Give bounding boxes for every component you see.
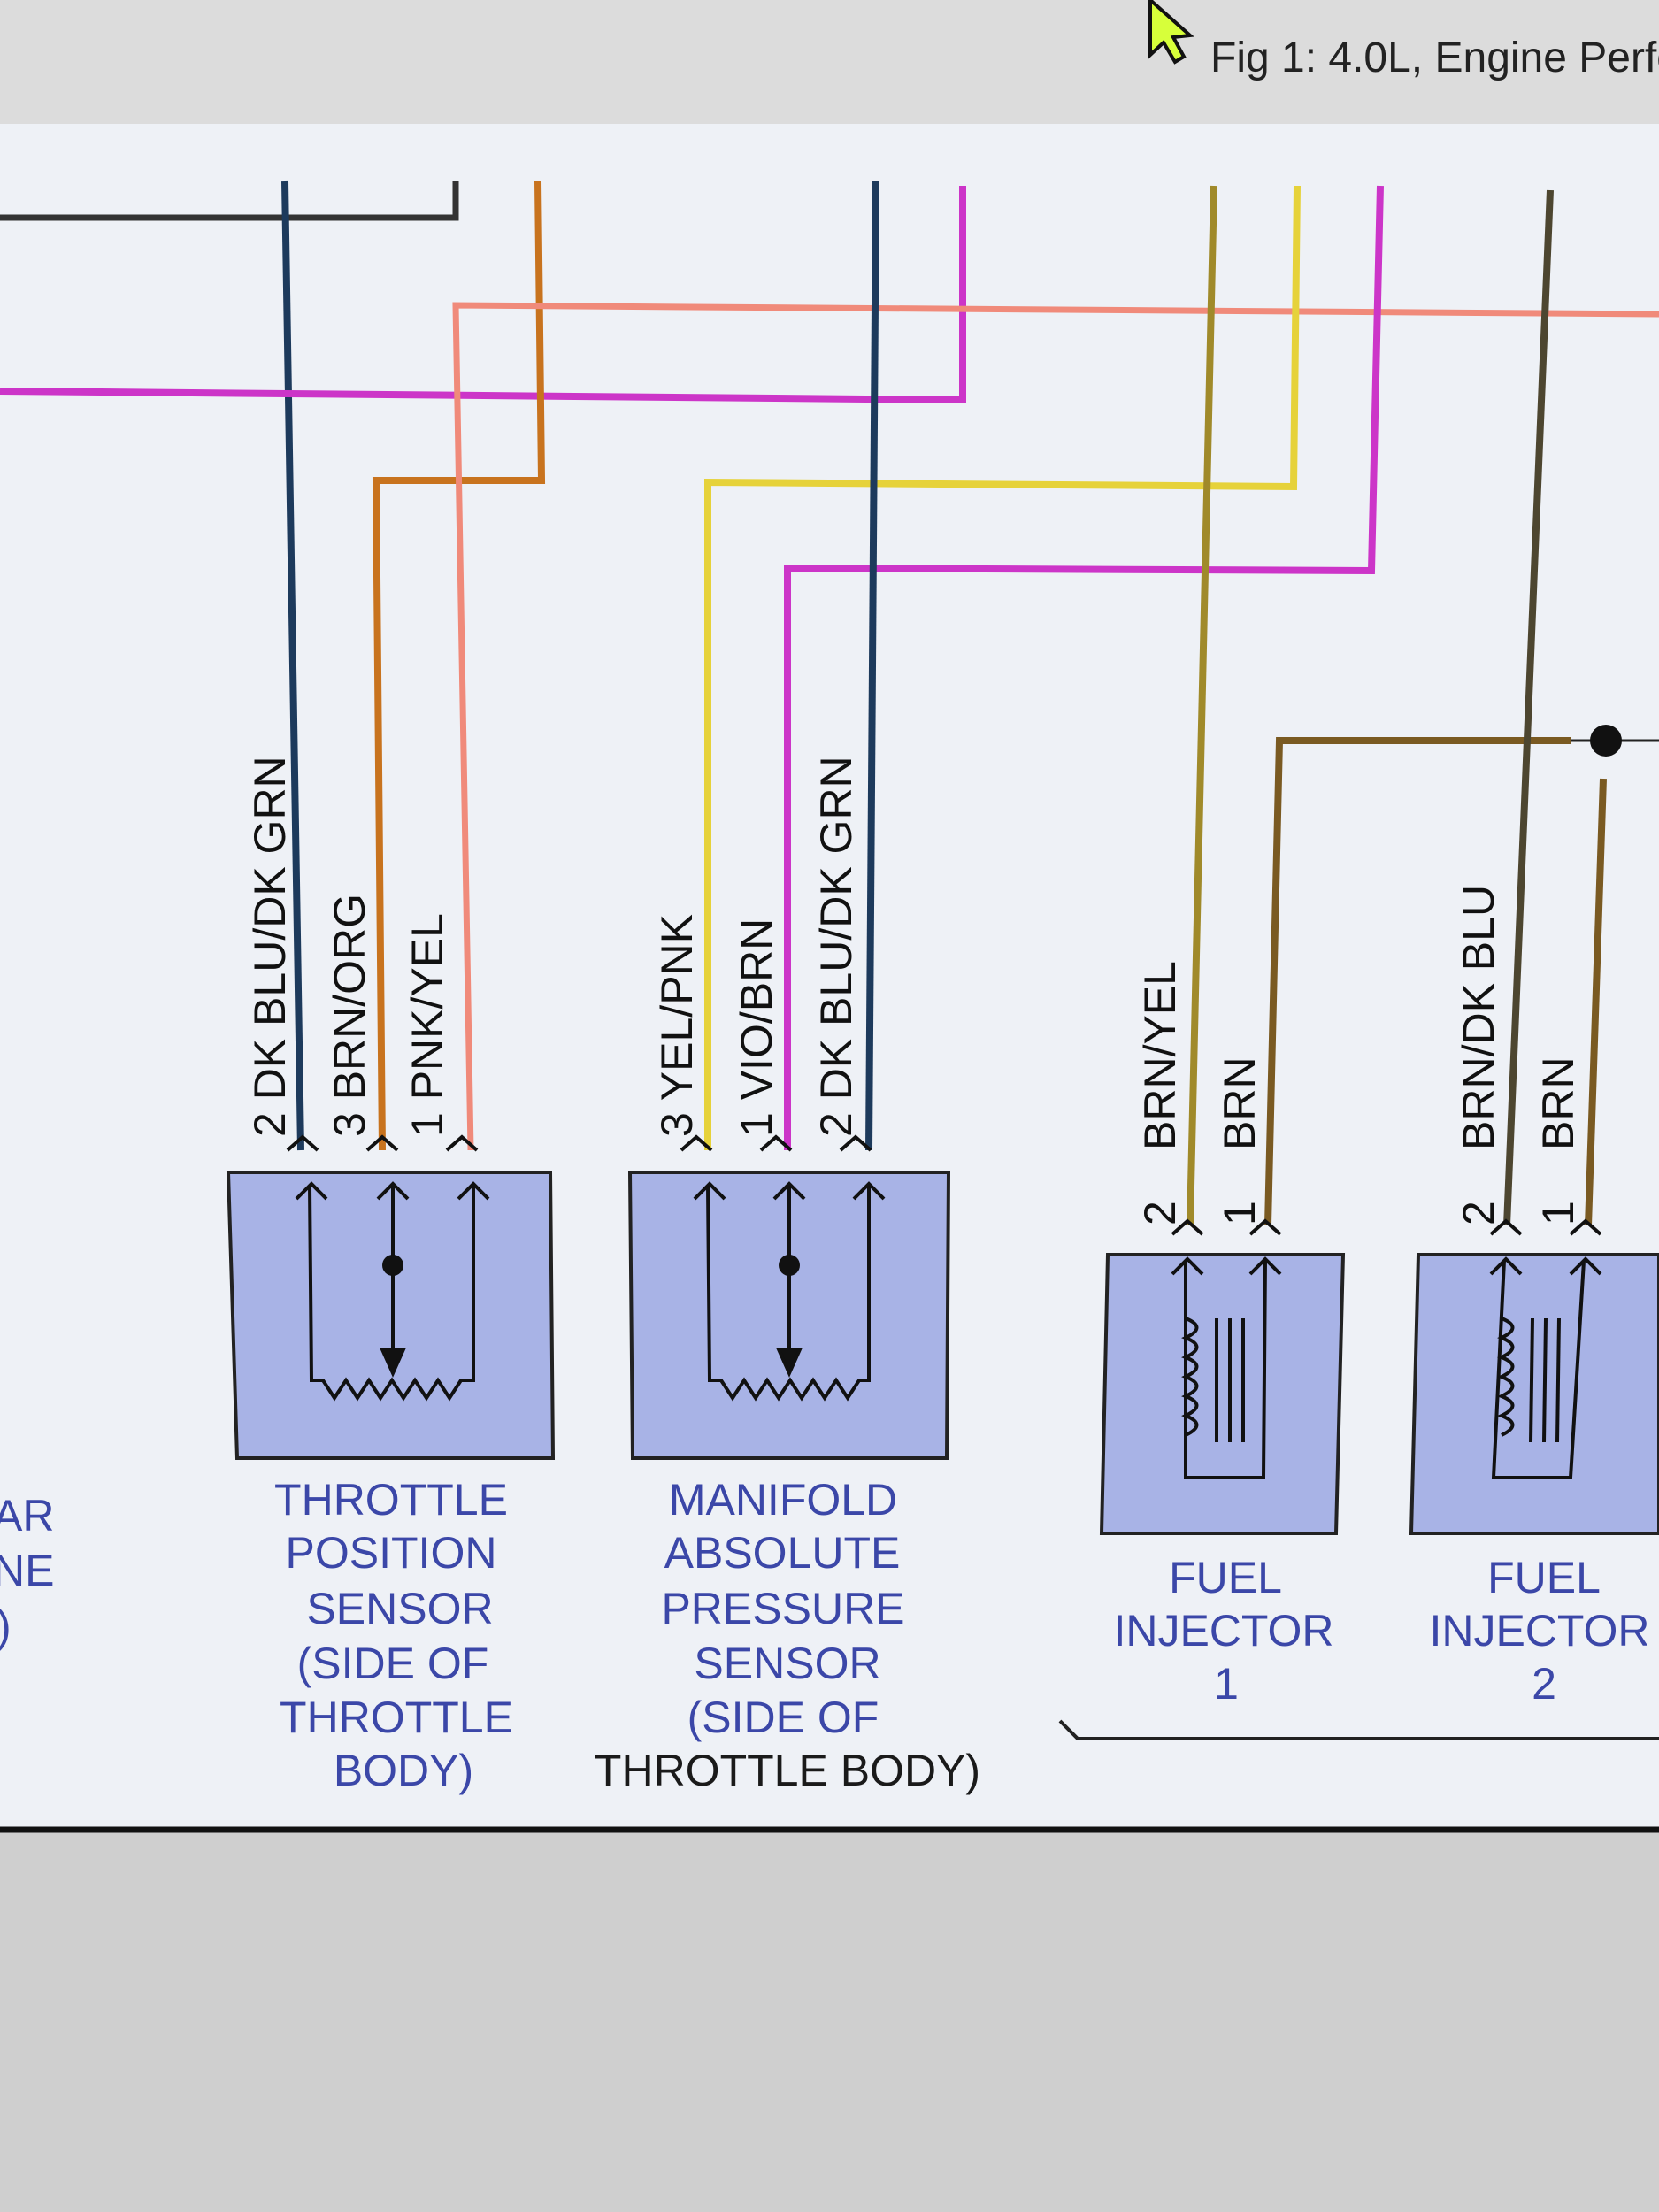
pin-number: 2: [1454, 1201, 1503, 1225]
throttle-position-sensor: [226, 1171, 556, 1460]
inj1-label: FUEL INJECTOR 1: [1113, 1553, 1333, 1709]
component-label-line: THROTTLE: [274, 1475, 508, 1525]
left-label-fragment: AR: [0, 1491, 54, 1540]
inj2-label: FUEL INJECTOR 2: [1429, 1553, 1649, 1709]
inj1-pin-labels: BRN/YEL 2 BRN 1: [1135, 961, 1264, 1225]
component-label-line: THROTTLE: [280, 1693, 513, 1742]
component-label-line: 1: [1214, 1659, 1239, 1709]
fuel-injector-1: [1099, 1253, 1346, 1535]
component-label-line: INJECTOR: [1429, 1606, 1649, 1655]
left-label-fragment: NE: [0, 1546, 54, 1595]
wire-inj2-brn-dkblu: [1503, 189, 1554, 1226]
wire-label: BRN/DK BLU: [1454, 885, 1503, 1150]
component-label-line: PRESSURE: [661, 1584, 904, 1633]
wire-label: BRN: [1215, 1056, 1264, 1150]
pin-number: 1: [1215, 1201, 1264, 1225]
component-label-line: POSITION: [286, 1528, 497, 1578]
wire-label: 1 PNK/YEL: [403, 913, 452, 1137]
fuel-injector-2: [1409, 1253, 1659, 1535]
diagram-canvas: [0, 124, 1659, 1832]
wire-label: BRN: [1533, 1056, 1583, 1150]
map-label: MANIFOLD ABSOLUTE PRESSURE SENSOR (SIDE …: [595, 1475, 980, 1795]
component-label-line: THROTTLE BODY): [595, 1746, 980, 1795]
component-label-line: SENSOR: [306, 1584, 493, 1633]
window-title-bar: Fig 1: 4.0L, Engine Perfo: [0, 0, 1659, 124]
wire-tps-pnk-yel: [452, 302, 1659, 1151]
connector-pins: [286, 1134, 1602, 1236]
inj2-pin-labels: BRN/DK BLU 2 BRN 1: [1454, 885, 1583, 1225]
wire-map-dkblu-dkgrn: [865, 180, 879, 1151]
wire-inj1-brn-yel: [1187, 185, 1217, 1226]
component-label-line: 2: [1532, 1659, 1556, 1709]
wire-tps-dkblu-dkgrn: [281, 180, 304, 1151]
wire-inj2-brn: [1585, 778, 1607, 1226]
component-label-line: ABSOLUTE: [664, 1528, 901, 1578]
component-label-line: BODY): [334, 1746, 473, 1795]
component-label-line: SENSOR: [694, 1639, 880, 1688]
component-label-line: INJECTOR: [1113, 1606, 1333, 1655]
wire-magenta-horizontal: [0, 186, 966, 404]
component-label-line: MANIFOLD: [669, 1475, 897, 1525]
pin-number: 1: [1533, 1201, 1583, 1225]
left-label-fragment: ): [0, 1601, 12, 1651]
component-label-line: (SIDE OF: [687, 1693, 879, 1742]
wire-map-yel-pnk: [704, 185, 1301, 1150]
wire-inj1-brn: [1264, 737, 1571, 1226]
wire-label: 3 BRN/ORG: [325, 894, 374, 1137]
wire-label: 3 YEL/PNK: [652, 914, 702, 1137]
pin-number: 2: [1135, 1201, 1185, 1225]
injector-group-bracket: [1058, 1719, 1659, 1740]
solenoid-coil-icon: [1489, 1256, 1602, 1479]
mouse-pointer-icon: [1148, 0, 1194, 65]
manifold-absolute-pressure-sensor: [627, 1171, 951, 1460]
wire-label: 2 DK BLU/DK GRN: [811, 756, 861, 1137]
map-pin-labels: 3 YEL/PNK 1 VIO/BRN 2 DK BLU/DK GRN: [652, 756, 861, 1137]
wire-label: 1 VIO/BRN: [732, 918, 781, 1137]
tps-label: THROTTLE POSITION SENSOR (SIDE OF THROTT…: [274, 1475, 513, 1795]
wiper-dot: [779, 1255, 800, 1276]
left-cut-label: AR NE ): [0, 1491, 54, 1651]
wire-map-vio-brn: [784, 185, 1384, 1150]
splice-dot-icon: [1590, 725, 1622, 757]
component-label-line: FUEL: [1169, 1553, 1282, 1602]
component-label-line: (SIDE OF: [297, 1639, 489, 1688]
page-bottom-area: [0, 1832, 1659, 2212]
solenoid-coil-icon: [1171, 1256, 1282, 1479]
wiper-dot: [382, 1255, 403, 1276]
component-label-line: FUEL: [1487, 1553, 1601, 1602]
tps-pin-labels: 2 DK BLU/DK GRN 3 BRN/ORG 1 PNK/YEL: [245, 756, 452, 1137]
figure-title: Fig 1: 4.0L, Engine Perfo: [1210, 35, 1659, 81]
wire-dark-top-left: [0, 181, 459, 221]
wire-label: BRN/YEL: [1135, 961, 1185, 1150]
wire-label: 2 DK BLU/DK GRN: [245, 756, 295, 1137]
